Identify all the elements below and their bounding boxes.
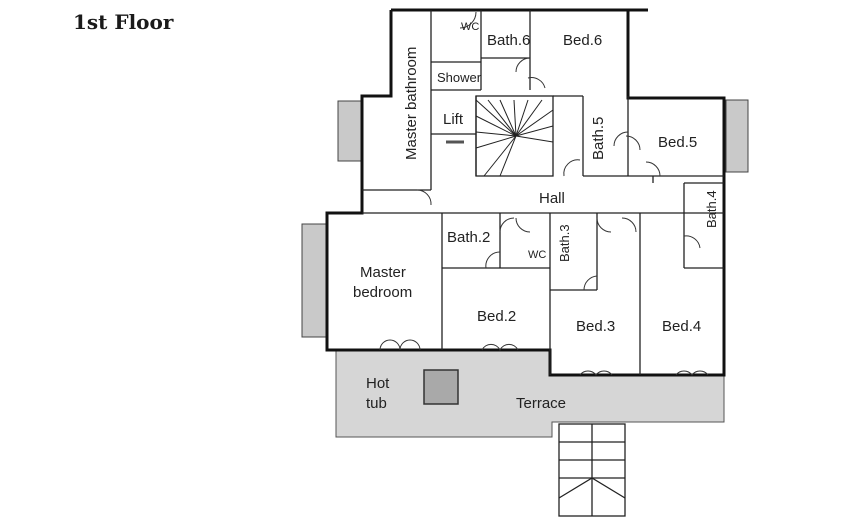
terrace-area (335, 349, 725, 438)
interior-walls (362, 10, 724, 375)
room-bed-2: Bed.2 (477, 308, 516, 325)
floor-title: 1st Floor (73, 10, 174, 34)
room-bath-5: Bath.5 (590, 117, 607, 160)
room-shower: Shower (437, 70, 482, 85)
room-hall: Hall (539, 190, 565, 207)
room-master-bathroom: Master bathroom (403, 47, 420, 160)
hot-tub (423, 369, 459, 405)
balcony-left-upper (337, 100, 363, 162)
staircase (475, 99, 554, 177)
room-master-bedroom-line1: Master (360, 264, 406, 281)
hot-tub-label-line2: tub (366, 395, 387, 412)
room-bed-6: Bed.6 (563, 32, 602, 49)
room-master-bedroom-line2: bedroom (353, 284, 412, 301)
room-terrace: Terrace (516, 395, 566, 412)
balcony-right (725, 99, 749, 173)
door-swings (379, 11, 709, 376)
room-bath-6: Bath.6 (487, 32, 530, 49)
room-bed-5: Bed.5 (658, 134, 697, 151)
room-wc-mid: WC (528, 249, 546, 261)
room-bath-4: Bath.4 (704, 190, 719, 228)
room-bath-2: Bath.2 (447, 229, 490, 246)
room-lift: Lift (443, 111, 464, 128)
room-bed-3: Bed.3 (576, 318, 615, 335)
room-bath-3: Bath.3 (557, 224, 572, 262)
external-stairs (558, 423, 626, 517)
room-bed-4: Bed.4 (662, 318, 701, 335)
room-wc-top: WC (461, 21, 479, 33)
hot-tub-label-line1: Hot (366, 375, 390, 392)
balcony-left-lower (301, 223, 327, 338)
